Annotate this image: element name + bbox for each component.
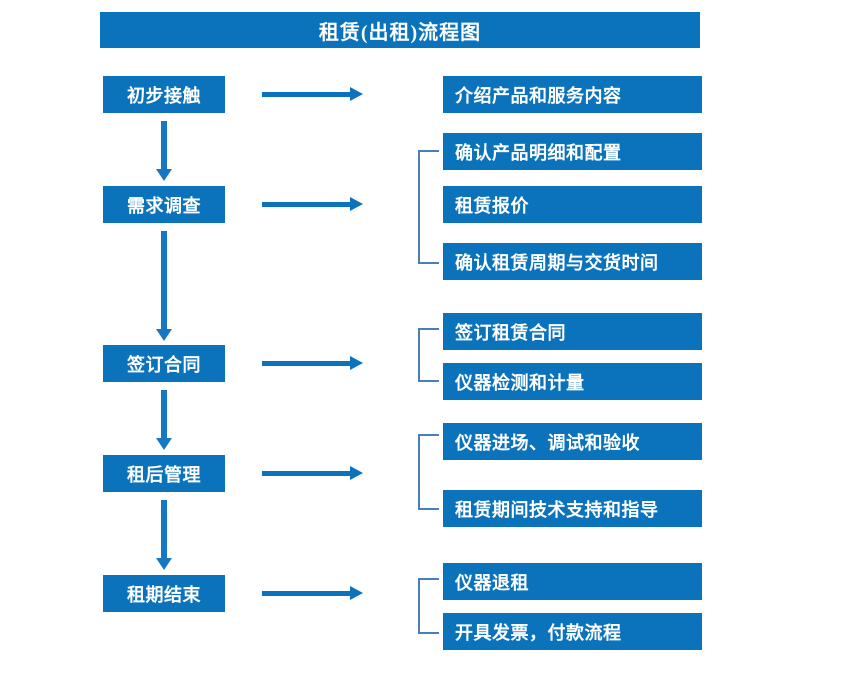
detail-box-开具发票付款流程[interactable]: 开具发票，付款流程	[443, 613, 702, 650]
group-bracket-租期结束	[418, 578, 439, 634]
detail-box-签订租赁合同[interactable]: 签订租赁合同	[443, 313, 702, 350]
diagram-title: 租赁(出租)流程图	[100, 12, 700, 48]
detail-box-仪器检测和计量[interactable]: 仪器检测和计量	[443, 363, 702, 400]
stage-box-初步接触[interactable]: 初步接触	[103, 76, 225, 113]
right-arrow-icon-2	[262, 197, 363, 211]
stage-box-租期结束[interactable]: 租期结束	[103, 575, 225, 612]
detail-box-仪器进场调试和验收[interactable]: 仪器进场、调试和验收	[443, 423, 702, 460]
right-arrow-icon-4	[262, 466, 363, 480]
stage-box-签订合同[interactable]: 签订合同	[103, 345, 225, 382]
detail-box-租赁期间技术支持和指导[interactable]: 租赁期间技术支持和指导	[443, 490, 702, 527]
detail-box-介绍产品和服务内容[interactable]: 介绍产品和服务内容	[443, 76, 702, 113]
down-arrow-icon-3	[156, 390, 172, 450]
detail-box-租赁报价[interactable]: 租赁报价	[443, 186, 702, 223]
group-bracket-租后管理	[418, 434, 439, 510]
group-bracket-签订合同	[418, 328, 439, 382]
stage-box-需求调查[interactable]: 需求调查	[103, 186, 225, 223]
detail-box-仪器退租[interactable]: 仪器退租	[443, 563, 702, 600]
right-arrow-icon-1	[262, 87, 363, 101]
group-bracket-需求调查	[418, 150, 439, 264]
down-arrow-icon-1	[156, 121, 172, 181]
detail-box-确认产品明细和配置[interactable]: 确认产品明细和配置	[443, 133, 702, 170]
right-arrow-icon-3	[262, 356, 363, 370]
right-arrow-icon-5	[262, 586, 363, 600]
detail-box-确认租赁周期与交货时间[interactable]: 确认租赁周期与交货时间	[443, 243, 702, 280]
stage-box-租后管理[interactable]: 租后管理	[103, 455, 225, 492]
down-arrow-icon-4	[156, 500, 172, 570]
down-arrow-icon-2	[156, 231, 172, 341]
